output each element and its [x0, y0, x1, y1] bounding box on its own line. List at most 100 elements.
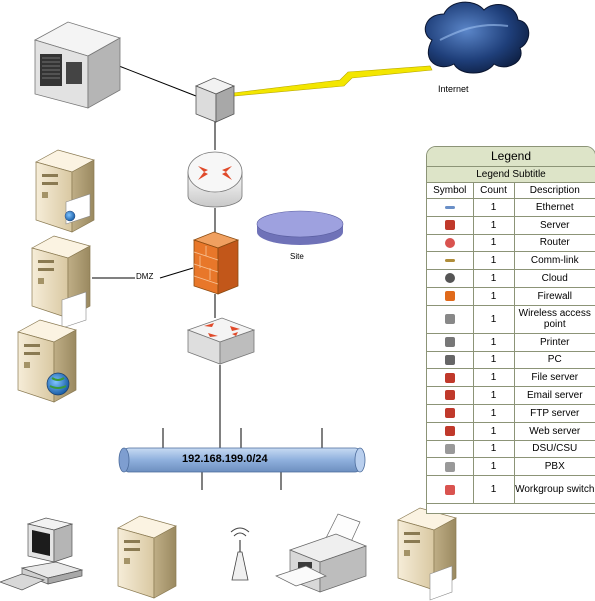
- email-server-icon: [444, 390, 455, 401]
- server-icon: [35, 149, 95, 233]
- site-label: Site: [290, 252, 304, 261]
- legend-description-cell: Comm-link: [513, 251, 595, 271]
- router-icon: [187, 151, 243, 208]
- legend-count-cell: 1: [472, 198, 515, 217]
- legend-description-cell: Router: [513, 233, 595, 253]
- legend-description-cell: Server: [513, 215, 595, 235]
- dmz-label: DMZ: [136, 272, 154, 281]
- legend-symbol-cell: [427, 368, 474, 388]
- legend-symbol-cell: [427, 198, 474, 217]
- legend-symbol-cell: [427, 215, 474, 235]
- legend-count-cell: 1: [472, 386, 515, 405]
- internet-label: Internet: [438, 84, 469, 94]
- legend-symbol-cell: [427, 403, 474, 423]
- file-server-icon: [444, 372, 455, 383]
- legend-count-cell: 1: [472, 269, 515, 288]
- wireless-access-point-icon: [444, 314, 455, 325]
- legend-description-cell: PC: [513, 350, 595, 370]
- router-icon: [444, 237, 455, 248]
- printer-icon: [444, 337, 455, 348]
- dsu-csu-icon: [444, 443, 455, 454]
- legend-header-count: Count: [472, 183, 515, 199]
- dmz-server-icon: [31, 235, 91, 329]
- legend-header-row: Symbol Count Description: [427, 183, 595, 199]
- connection-lines: [92, 65, 323, 490]
- email-server-icon: [397, 507, 457, 601]
- workgroup-switch-icon: [444, 484, 455, 495]
- legend-count-cell: 1: [472, 251, 515, 271]
- network-bus: [118, 447, 366, 473]
- mainframe-server-icon: [33, 21, 122, 109]
- legend-subtitle: Legend Subtitle: [427, 167, 595, 183]
- legend-header-symbol: Symbol: [427, 183, 474, 199]
- legend-description-cell: Printer: [513, 332, 595, 352]
- legend-symbol-cell: [427, 421, 474, 441]
- legend-description-cell: Web server: [513, 421, 595, 441]
- legend-count-cell: 1: [472, 233, 515, 253]
- server-icon: [444, 220, 455, 231]
- legend-description-cell: PBX: [513, 457, 595, 477]
- legend-description-cell: FTP server: [513, 403, 595, 423]
- firewall-icon: [444, 291, 455, 302]
- legend-count-cell: 1: [472, 332, 515, 352]
- file-server-icon: [117, 515, 177, 599]
- legend-description-cell: Firewall: [513, 286, 595, 306]
- legend-description-cell: Email server: [513, 386, 595, 405]
- legend-description-cell: DSU/CSU: [513, 439, 595, 459]
- legend-count-cell: 1: [472, 421, 515, 441]
- dsu-csu-icon: [194, 77, 236, 123]
- ftp-server-icon: [444, 408, 455, 419]
- legend-panel: Legend Legend Subtitle Symbol Count Desc…: [426, 146, 595, 514]
- legend-symbol-cell: [427, 439, 474, 459]
- firewall-icon: [192, 231, 240, 295]
- comm-link-bolt: [232, 65, 433, 97]
- legend-header-description: Description: [513, 183, 595, 199]
- network-address-label: 192.168.199.0/24: [182, 453, 268, 465]
- legend-description-cell: Ethernet: [513, 198, 595, 217]
- legend-title: Legend: [427, 147, 595, 167]
- pbx-icon: [444, 461, 455, 472]
- pc-icon: [444, 354, 455, 365]
- legend-count-cell: 1: [472, 439, 515, 459]
- pc-icon: [0, 517, 84, 591]
- legend-symbol-cell: [427, 386, 474, 405]
- legend-count-cell: 1: [472, 286, 515, 306]
- internet-cloud-icon: [424, 1, 530, 74]
- legend-symbol-cell: [427, 332, 474, 352]
- legend-description-cell: File server: [513, 368, 595, 388]
- legend-symbol-cell: [427, 251, 474, 271]
- legend-count-cell: 1: [472, 215, 515, 235]
- legend-count-cell: 1: [472, 475, 515, 505]
- web-server-icon: [444, 426, 455, 437]
- comm-link-icon: [444, 259, 455, 263]
- legend-count-cell: 1: [472, 457, 515, 477]
- legend-symbol-cell: [427, 233, 474, 253]
- legend-description-cell: Workgroup switch: [513, 475, 595, 505]
- cloud-icon: [444, 273, 455, 284]
- legend-count-cell: 1: [472, 304, 515, 334]
- printer-icon: [275, 513, 367, 593]
- wireless-access-point-icon: [230, 527, 250, 581]
- legend-count-cell: 1: [472, 350, 515, 370]
- legend-count-cell: 1: [472, 403, 515, 423]
- legend-count-cell: 1: [472, 368, 515, 388]
- legend-symbol-cell: [427, 269, 474, 288]
- legend-symbol-cell: [427, 350, 474, 370]
- legend-symbol-cell: [427, 304, 474, 334]
- site-icon: [256, 210, 344, 245]
- web-server-icon: [17, 319, 77, 403]
